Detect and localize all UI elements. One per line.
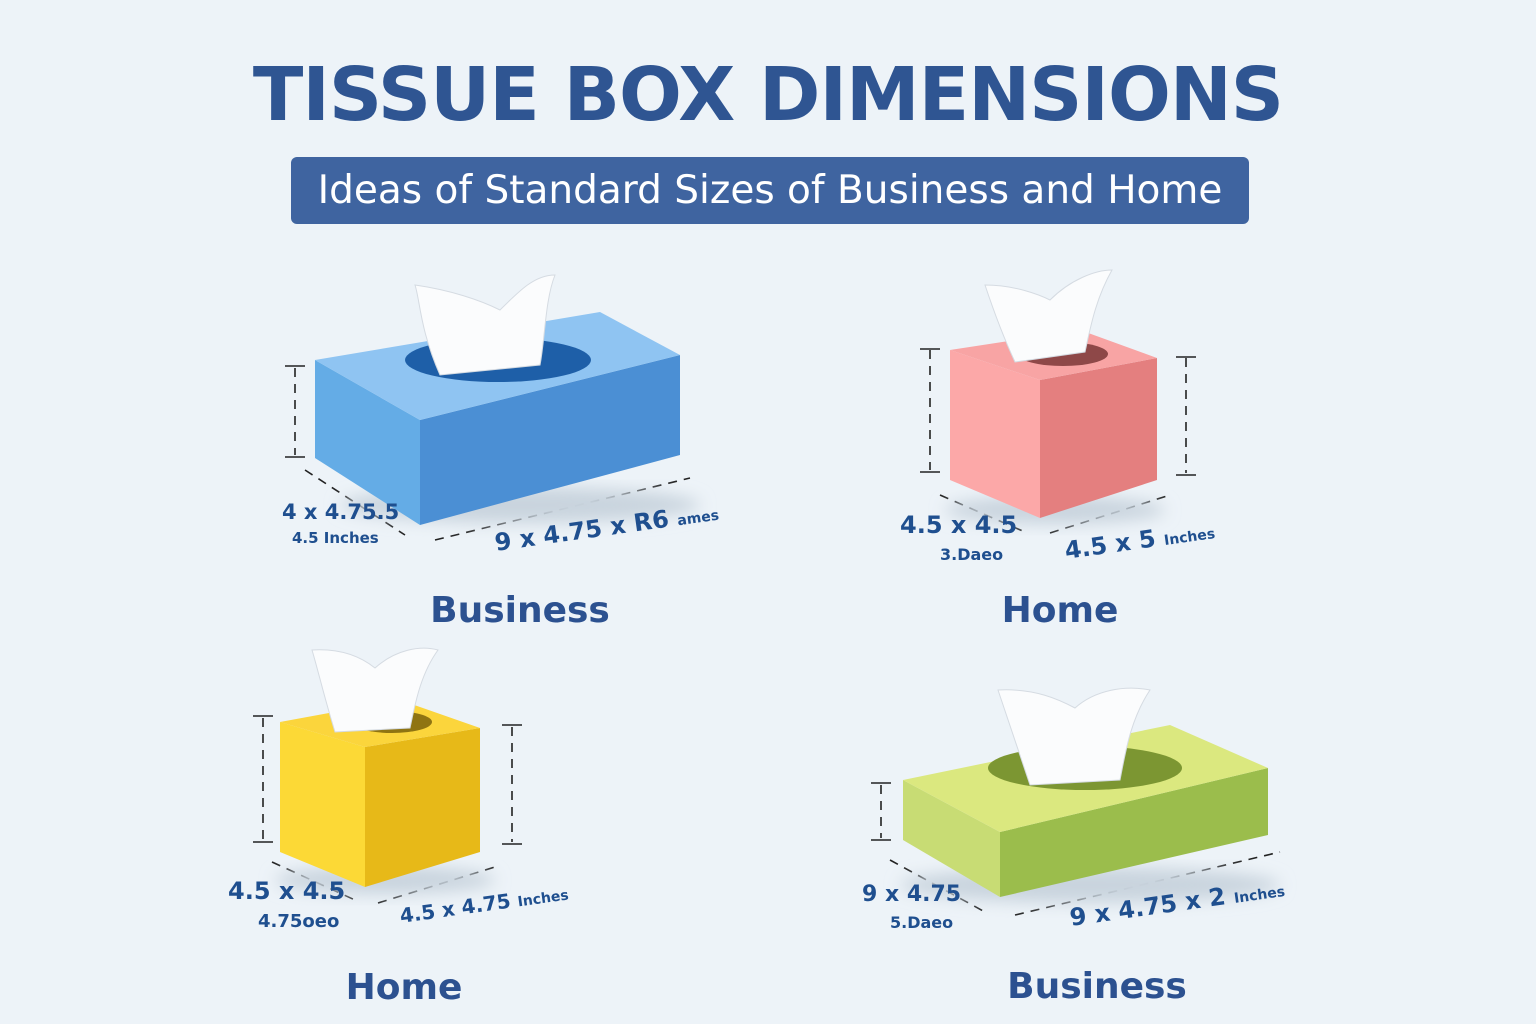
length-unit: Inches xyxy=(1163,526,1217,550)
caption-home: Home xyxy=(1001,590,1119,631)
home-box-pink xyxy=(945,269,1165,524)
page-title: TISSUE BOX DIMENSIONS xyxy=(252,52,1284,138)
length-unit: ames xyxy=(676,507,721,530)
depth-label: 4 x 4.75.5 xyxy=(282,500,400,524)
business-box-blue xyxy=(315,274,700,525)
caption-home: Home xyxy=(345,967,463,1008)
length-unit: Inches xyxy=(1233,883,1287,907)
subtitle-banner: Ideas of Standard Sizes of Business and … xyxy=(291,157,1249,224)
caption-business: Business xyxy=(1007,966,1187,1007)
depth-sublabel: 3.Daeo xyxy=(940,545,1004,564)
depth-label: 4.5 x 4.5 xyxy=(228,877,346,905)
depth-sublabel: 4.75oeo xyxy=(258,911,340,932)
depth-sublabel: 5.Daeo xyxy=(890,913,954,932)
depth-sublabel: 4.5 Inches xyxy=(292,529,379,547)
depth-label: 9 x 4.75 xyxy=(862,882,962,907)
home-box-yellow xyxy=(275,647,495,894)
business-box-green xyxy=(900,687,1280,903)
depth-label: 4.5 x 4.5 xyxy=(900,511,1018,539)
caption-business: Business xyxy=(430,590,610,631)
